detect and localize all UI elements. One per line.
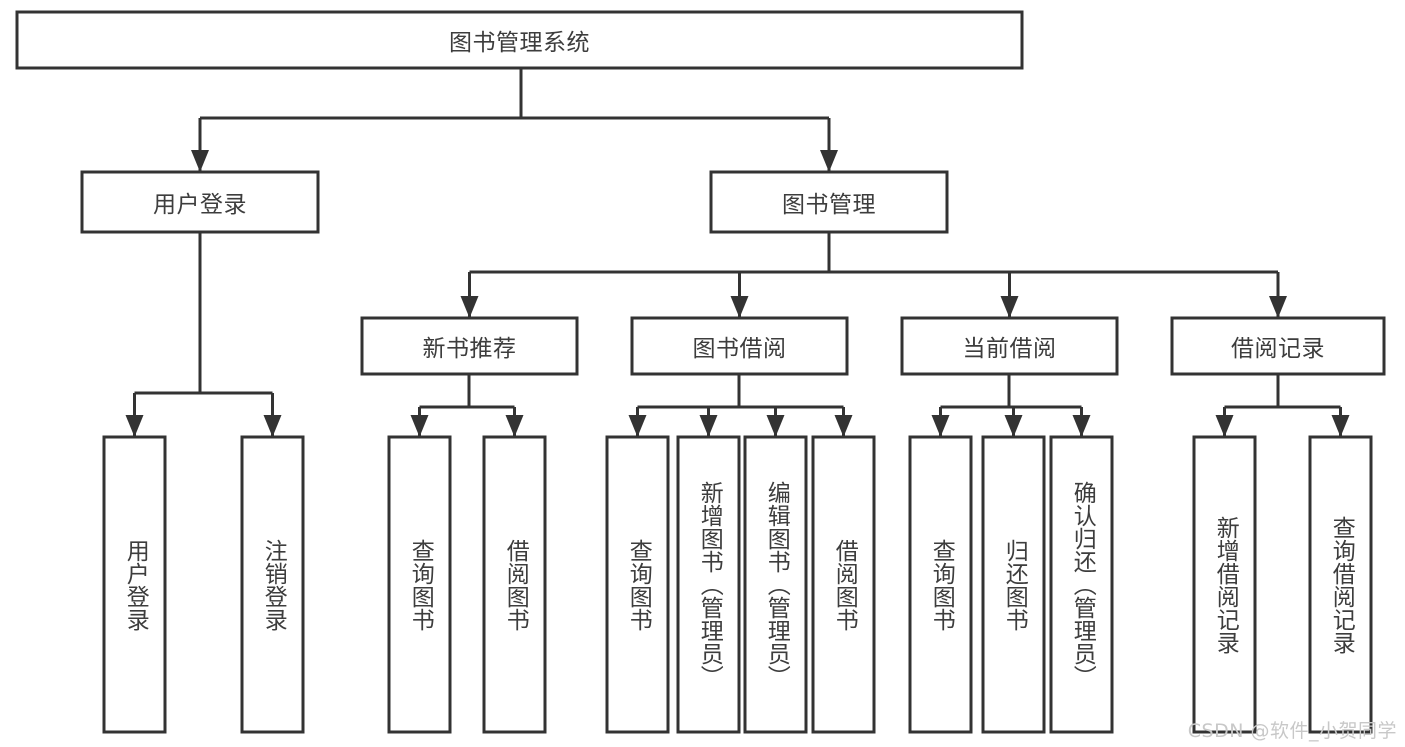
node-box-leaf-add-book[interactable] xyxy=(676,435,741,734)
arrow-head-icon xyxy=(1000,296,1019,318)
node-box-user-login[interactable] xyxy=(80,170,320,234)
node-box-leaf-add-record[interactable] xyxy=(1192,435,1257,734)
node-box-leaf-query-book-borrow[interactable] xyxy=(605,435,670,734)
node-box-book-manage[interactable] xyxy=(709,170,949,234)
arrow-head-icon xyxy=(125,415,144,437)
node-box-new-book-recommend[interactable] xyxy=(360,316,579,376)
nodes-layer xyxy=(15,10,1386,734)
node-box-leaf-query-record[interactable] xyxy=(1308,435,1373,734)
arrow-head-icon xyxy=(410,415,429,437)
arrow-head-icon xyxy=(1072,415,1091,437)
node-box-book-borrow[interactable] xyxy=(630,316,849,376)
node-box-leaf-query-book-rec[interactable] xyxy=(387,435,452,734)
arrow-head-icon xyxy=(1331,415,1350,437)
arrow-head-icon xyxy=(931,415,950,437)
arrow-head-icon xyxy=(1269,296,1287,318)
node-box-leaf-confirm-return[interactable] xyxy=(1049,435,1114,734)
arrow-head-icon xyxy=(834,415,853,437)
arrow-head-icon xyxy=(699,415,718,437)
node-box-leaf-user-login[interactable] xyxy=(102,435,167,734)
arrow-head-icon xyxy=(766,415,785,437)
arrow-head-icon xyxy=(730,296,749,318)
node-box-leaf-return-book[interactable] xyxy=(981,435,1046,734)
arrow-head-icon xyxy=(460,296,479,318)
arrow-head-icon xyxy=(628,415,647,437)
arrow-head-icon xyxy=(820,150,838,172)
edges-layer xyxy=(125,68,1350,437)
node-box-leaf-borrow-book-rec[interactable] xyxy=(482,435,547,734)
node-box-leaf-query-book-current[interactable] xyxy=(908,435,973,734)
arrow-head-icon xyxy=(505,415,524,437)
arrow-head-icon xyxy=(263,415,282,437)
node-box-root[interactable] xyxy=(15,10,1024,70)
node-box-borrow-record[interactable] xyxy=(1170,316,1386,376)
arrow-head-icon xyxy=(1215,415,1234,437)
arrow-head-icon xyxy=(191,150,209,172)
node-box-leaf-edit-book[interactable] xyxy=(743,435,808,734)
node-box-leaf-logout[interactable] xyxy=(240,435,305,734)
node-box-leaf-borrow-book[interactable] xyxy=(811,435,876,734)
node-box-current-borrow[interactable] xyxy=(900,316,1119,376)
arrow-head-icon xyxy=(1004,415,1023,437)
